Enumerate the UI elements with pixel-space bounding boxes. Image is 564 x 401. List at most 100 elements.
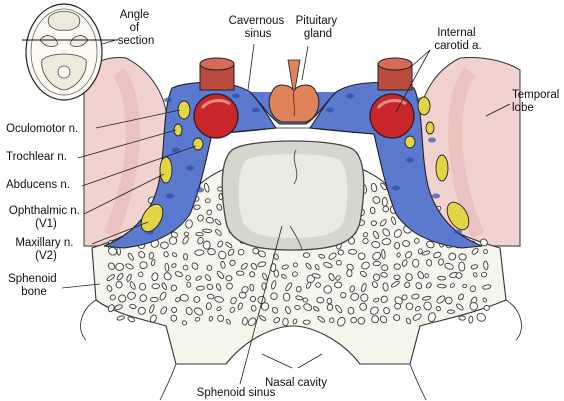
bone-trabecula [362,238,369,244]
bone-trabecula [337,316,346,327]
bone-trabecula [415,282,423,290]
cranial-nerves-left [140,100,204,233]
bone-trabecula [148,251,154,260]
abducens-nerve-left [192,137,204,151]
bone-trabecula [205,302,212,311]
bone-trabecula [194,317,201,322]
plexus-mark [172,147,180,153]
bone-trabecula [217,314,225,322]
plexus-mark [326,107,334,113]
bone-trabecula [138,251,146,259]
bone-trabecula [362,232,369,238]
bone-trabecula [404,281,411,289]
bone-trabecula [168,236,178,245]
bone-trabecula [238,291,247,299]
bone-trabecula [205,216,214,224]
bone-trabecula [315,282,321,288]
bone-trabecula [425,282,432,289]
bone-trabecula [426,259,433,267]
bone-trabecula [160,306,168,315]
bone-trabecula [230,297,237,305]
internal-carotid-left [193,93,239,139]
bone-trabecula [125,263,134,270]
bone-trabecula [305,262,312,270]
bone-trabecula [281,273,287,279]
carotid-stump-right [377,57,413,91]
bone-trabecula [216,283,222,291]
bone-trabecula [115,280,123,289]
plexus-mark [186,165,194,171]
bone-trabecula [405,251,413,259]
bone-trabecula [370,220,377,226]
bone-trabecula [381,264,389,272]
bone-trabecula [174,271,183,277]
bone-trabecula [302,319,311,325]
bone-trabecula [183,253,189,261]
label-angle-of-section: Angle of section [118,9,154,47]
bone-trabecula [401,259,408,267]
bone-trabecula [271,280,277,290]
bone-trabecula [361,261,370,270]
bone-trabecula [305,281,312,289]
bone-trabecula [372,260,381,267]
bone-trabecula [383,307,390,315]
bone-trabecula [215,229,222,236]
bone-trabecula [371,240,381,249]
bone-trabecula [405,273,413,282]
cranial-nerves-right [404,96,470,231]
bone-trabecula [206,293,215,300]
bone-trabecula [469,302,478,311]
bone-trabecula [329,317,335,323]
bone-trabecula [458,261,466,272]
label-trochlear: Trochlear n. [6,151,67,163]
plexus-mark [392,185,400,191]
bone-trabecula [216,306,222,312]
bone-trabecula [116,273,124,281]
bone-trabecula [137,271,144,277]
plexus-mark [406,157,414,163]
bone-trabecula [483,249,488,255]
label-temporal-lobe: Temporal lobe [512,89,563,114]
bone-trabecula [183,231,190,237]
bone-trabecula [225,241,233,248]
plexus-mark [196,187,204,193]
bone-trabecula [151,272,159,282]
bone-trabecula [195,232,204,237]
bone-trabecula [126,273,132,282]
bone-trabecula [445,296,453,305]
bone-trabecula [257,261,267,268]
oculomotor-nerve-right [417,96,431,116]
bone-trabecula [372,196,381,204]
bone-trabecula [303,303,313,311]
bone-trabecula [139,261,148,270]
label-pituitary-gland: Pituitary gland [296,15,341,40]
bone-trabecula [149,304,155,314]
plexus-mark [252,107,260,113]
bone-trabecula [171,263,177,268]
bone-trabecula [139,294,148,302]
bone-trabecula [482,297,487,303]
bone-trabecula [182,236,189,245]
label-nasal-cavity: Nasal cavity [265,377,327,389]
bone-trabecula [203,182,210,193]
bone-trabecula [107,304,115,313]
bone-trabecula [421,295,432,301]
bone-trabecula [483,304,490,311]
bone-trabecula [129,281,136,290]
bone-trabecula [206,283,214,290]
bone-trabecula [458,293,464,301]
bone-trabecula [109,294,116,301]
bone-trabecula [462,283,468,289]
bone-trabecula [371,281,378,288]
bone-trabecula [241,286,249,294]
bone-trabecula [414,238,420,244]
bone-trabecula [181,320,187,326]
bone-trabecula [161,282,168,290]
bone-trabecula [412,258,420,268]
bone-trabecula [360,293,369,302]
bone-trabecula [250,263,258,270]
plexus-mark [232,93,240,99]
bone-trabecula [382,228,390,237]
bone-trabecula [326,297,333,305]
